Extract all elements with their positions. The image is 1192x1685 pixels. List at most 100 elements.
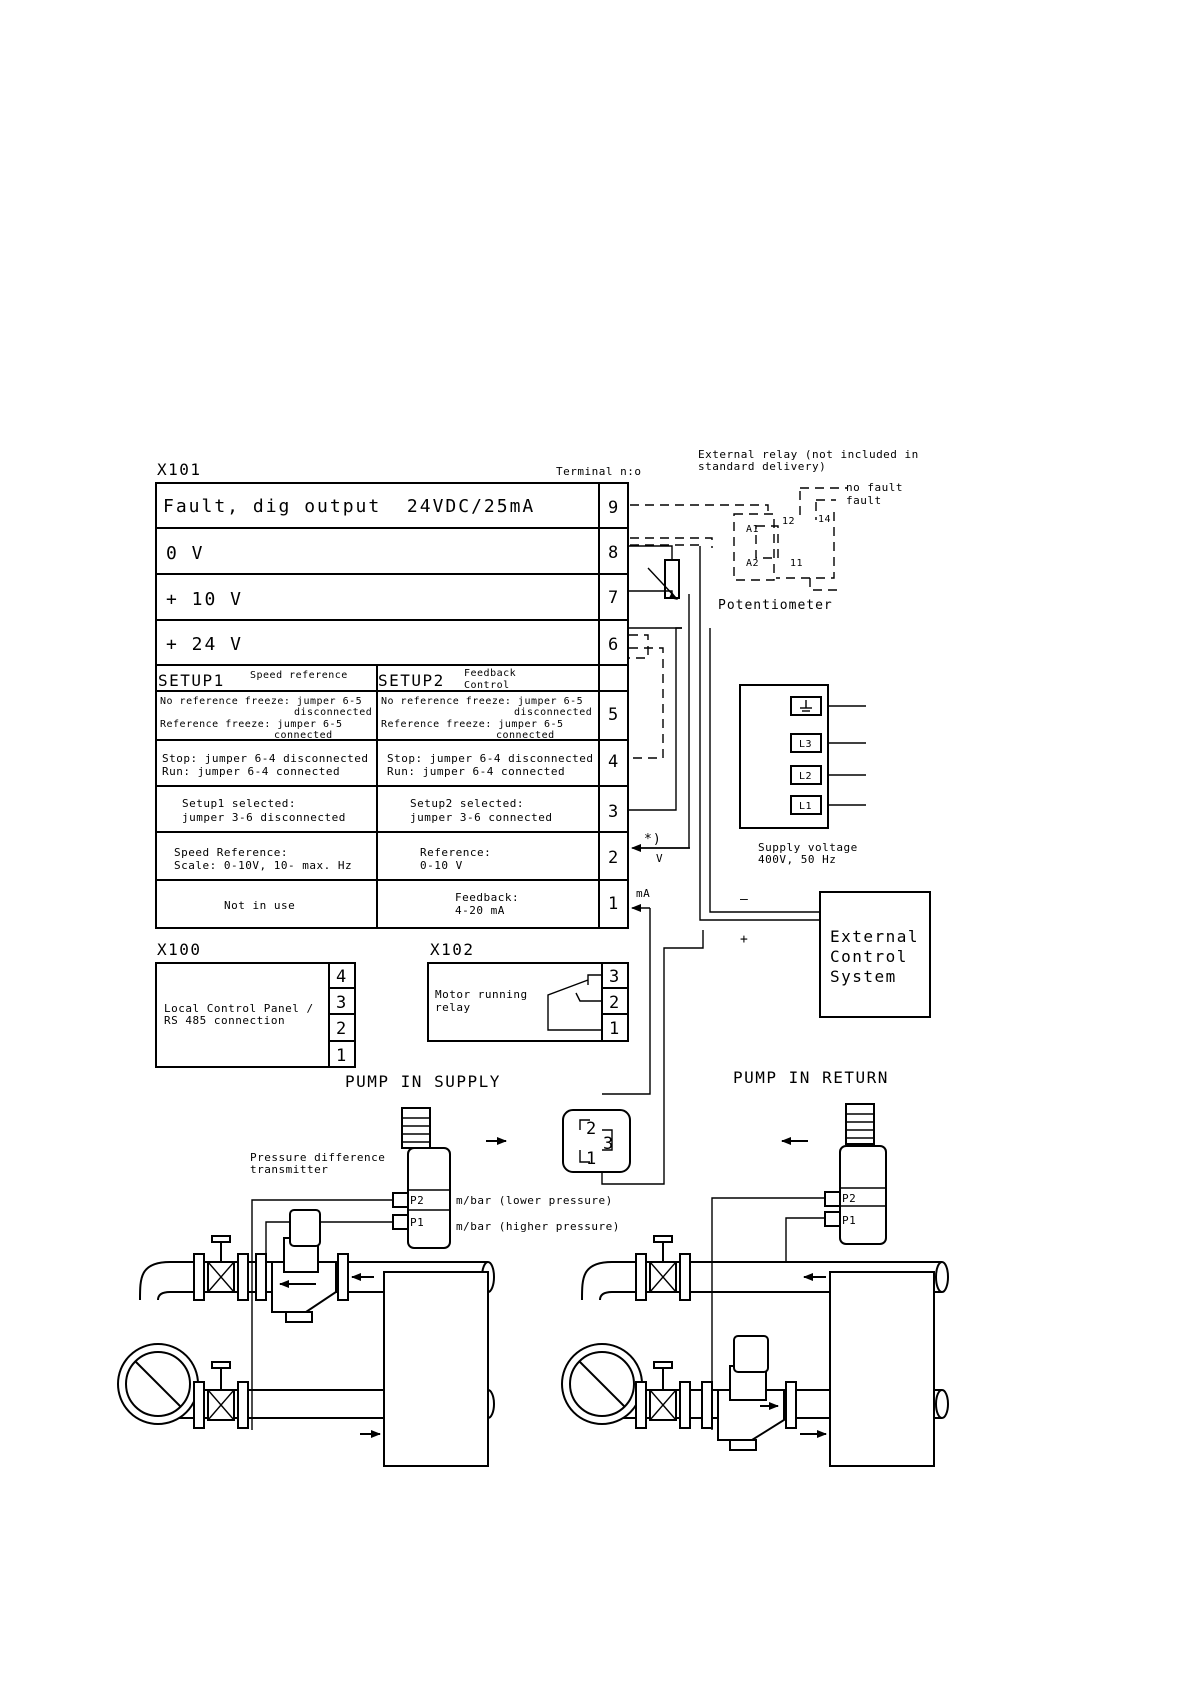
x100-label-2: RS 485 connection [164,1014,285,1027]
t3-s1-line1: Setup1 selected: [182,797,296,810]
pump-supply-heading: PUMP IN SUPPLY [345,1072,501,1091]
row-24v-label: + 24 V [166,634,243,655]
asterisk-note: *) [644,832,662,847]
terminal-2: 2 [608,848,618,868]
potentiometer-symbol [629,545,680,600]
pump-return-heading: PUMP IN RETURN [733,1068,889,1087]
supply-pipework [117,1199,495,1467]
return-p2: P2 [842,1192,856,1205]
x102-block [427,962,629,1042]
supply-higher-pressure: m/bar (higher pressure) [456,1220,620,1233]
terminal-4: 4 [608,752,618,772]
relay-12: 12 [782,516,795,527]
t3-s2-line2: jumper 3-6 connected [410,811,552,824]
x100-terminal-4: 4 [336,967,346,987]
x102-terminal-1: 1 [609,1019,619,1039]
ecs-line-1: External [830,927,919,946]
relay-fault: fault [846,494,882,507]
terminal-7: 7 [608,588,618,608]
t1-s2-line2: 4-20 mA [455,904,505,917]
t4-s2-line1: Stop: jumper 6-4 disconnected [387,752,594,765]
sensor-connector [562,1109,631,1173]
x102-label-2: relay [435,1001,471,1014]
supply-transmitter-1: Pressure difference [250,1151,385,1164]
row-0v-label: 0 V [166,543,205,564]
t4-s2-line2: Run: jumper 6-4 connected [387,765,565,778]
ecs-minus: – [740,892,749,907]
sensor-3: 3 [603,1134,613,1154]
t5-s1-line1: No reference freeze: jumper 6-5 [160,696,362,707]
t5-s2-line2: disconnected [514,707,592,718]
supply-transmitter-2: transmitter [250,1163,328,1176]
terminal-8: 8 [608,543,618,563]
t5-s1-line2: disconnected [294,707,372,718]
supply-block [739,684,866,829]
supply-l2: L2 [799,771,812,782]
return-pipework [561,1197,949,1467]
x101-wires [601,546,820,1185]
t4-s1-line2: Run: jumper 6-4 connected [162,765,340,778]
terminal-9: 9 [608,498,618,518]
x101-title: X101 [157,460,202,479]
t5-s1-line3: Reference freeze: jumper 6-5 [160,719,343,730]
t5-s2-line1: No reference freeze: jumper 6-5 [381,696,583,707]
t2-s1-line1: Speed Reference: [174,846,288,859]
relay-a1: A1 [746,524,759,535]
terminal-header: Terminal n:o [556,465,641,478]
volt-label: V [656,852,663,865]
relay-no-fault: no fault [846,481,903,494]
t2-s2-line1: Reference: [420,846,491,859]
setup1-title: SETUP1 [158,671,225,690]
relay-title-2: standard delivery) [698,460,826,473]
t4-s1-line1: Stop: jumper 6-4 disconnected [162,752,369,765]
x102-title: X102 [430,940,475,959]
terminal-3: 3 [608,802,618,822]
x100-terminal-3: 3 [336,993,346,1013]
relay-14: 14 [818,514,831,525]
return-transmitter [824,1103,887,1245]
supply-label-1: Supply voltage [758,841,858,854]
row-fault-label: Fault, dig output 24VDC/25mA [163,496,535,517]
x100-block [155,962,356,1068]
t3-s2-line1: Setup2 selected: [410,797,524,810]
t5-s1-line4: connected [274,730,333,741]
supply-label-2: 400V, 50 Hz [758,853,836,866]
terminal-6: 6 [608,635,618,655]
supply-l1: L1 [799,801,812,812]
ecs-line-2: Control [830,947,908,966]
x102-terminal-2: 2 [609,993,619,1013]
t5-s2-line3: Reference freeze: jumper 6-5 [381,719,564,730]
x100-terminal-2: 2 [336,1019,346,1039]
return-p1: P1 [842,1214,856,1227]
row-10v-label: + 10 V [166,589,243,610]
x100-terminal-1: 1 [336,1046,346,1066]
terminal-1: 1 [608,894,618,914]
ecs-box [819,891,931,1018]
x101-block [155,482,629,929]
setup2-title: SETUP2 [378,671,445,690]
terminal-5: 5 [608,705,618,725]
supply-lower-pressure: m/bar (lower pressure) [456,1194,613,1207]
external-relay [630,487,848,591]
supply-transmitter [392,1107,451,1249]
potentiometer-label: Potentiometer [718,598,833,613]
supply-p2: P2 [410,1194,424,1207]
sensor-2: 2 [586,1119,596,1139]
t5-s2-line4: connected [496,730,555,741]
t1-s2-line1: Feedback: [455,891,519,904]
t2-s2-line2: 0-10 V [420,859,463,872]
setup1-subtitle: Speed reference [250,670,348,681]
relay-a2: A2 [746,558,759,569]
x100-label-1: Local Control Panel / [164,1002,314,1015]
t3-s1-line2: jumper 3-6 disconnected [182,811,346,824]
relay-11: 11 [790,558,803,569]
ecs-plus: + [740,932,749,947]
t1-s1-line1: Not in use [224,899,295,912]
supply-p1: P1 [410,1216,424,1229]
x102-label-1: Motor running [435,988,528,1001]
x102-terminal-3: 3 [609,967,619,987]
supply-l3: L3 [799,739,812,750]
x100-title: X100 [157,940,202,959]
t2-s1-line2: Scale: 0-10V, 10- max. Hz [174,859,352,872]
